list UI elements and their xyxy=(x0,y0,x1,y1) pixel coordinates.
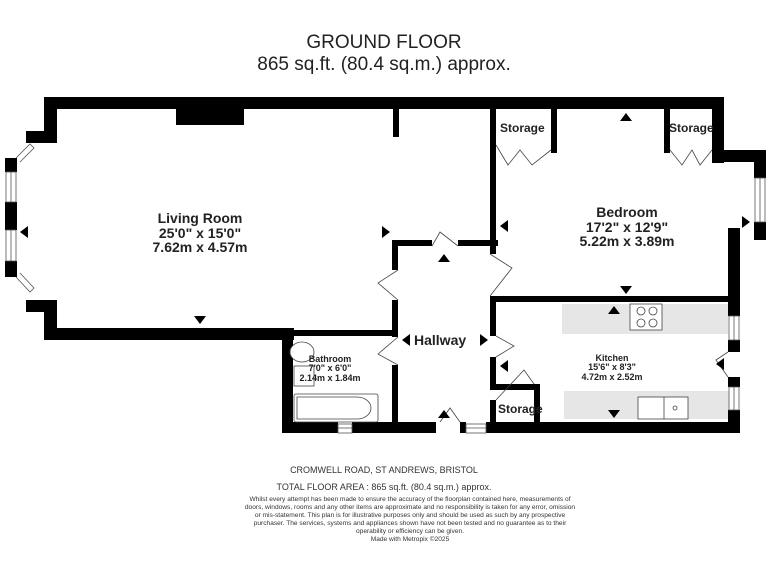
bedroom-metric: 5.22m x 3.89m xyxy=(579,233,675,250)
storage-label-bedroom-left: Storage xyxy=(500,121,545,135)
storage-label-kitchen: Storage xyxy=(498,402,543,416)
measurement-arrows xyxy=(20,113,750,418)
walls xyxy=(5,97,766,433)
total-floor-area: TOTAL FLOOR AREA : 865 sq.ft. (80.4 sq.m… xyxy=(276,482,492,492)
bathroom-label: Bathroom 7'0" x 6'0" 2.14m x 1.84m xyxy=(280,354,380,383)
sink xyxy=(637,396,689,420)
hob xyxy=(629,303,663,331)
floor-title: GROUND FLOOR xyxy=(306,32,462,53)
bedroom-name: Bedroom xyxy=(596,204,658,220)
living-room-name: Living Room xyxy=(157,210,243,226)
address: CROMWELL ROAD, ST ANDREWS, BRISTOL xyxy=(290,465,478,475)
credit: Made with Metropix ©2025 xyxy=(370,536,450,543)
hallway-label: Hallway xyxy=(414,332,467,348)
kitchen-label: Kitchen 15'6" x 8'3" 4.72m x 2.52m xyxy=(552,353,672,382)
kitchen-imperial: 15'6" x 8'3" xyxy=(588,362,636,373)
living-room-label: Living Room 25'0" x 15'0" 7.62m x 4.57m xyxy=(110,211,290,255)
kitchen-name: Kitchen xyxy=(595,353,629,363)
kitchen-metric: 4.72m x 2.52m xyxy=(581,371,643,382)
storage-label-bedroom-right: Storage xyxy=(669,121,714,135)
disclaimer-text: Whilst every attempt has been made to en… xyxy=(244,496,576,535)
bedroom-label: Bedroom 17'2" x 12'9" 5.22m x 3.89m xyxy=(537,205,717,249)
bathroom-metric: 2.14m x 1.84m xyxy=(299,372,361,383)
living-room-metric: 7.62m x 4.57m xyxy=(152,239,248,256)
bathroom-name: Bathroom xyxy=(308,354,352,364)
bathroom-fixtures xyxy=(289,341,379,423)
bathroom-imperial: 7'0" x 6'0" xyxy=(308,363,352,374)
living-room-imperial: 25'0" x 15'0" xyxy=(158,224,242,241)
windows xyxy=(5,171,766,434)
disclaimer: Whilst every attempt has been made to en… xyxy=(244,496,576,544)
bedroom-imperial: 17'2" x 12'9" xyxy=(585,218,669,235)
floor-area: 865 sq.ft. (80.4 sq.m.) approx. xyxy=(257,54,511,75)
